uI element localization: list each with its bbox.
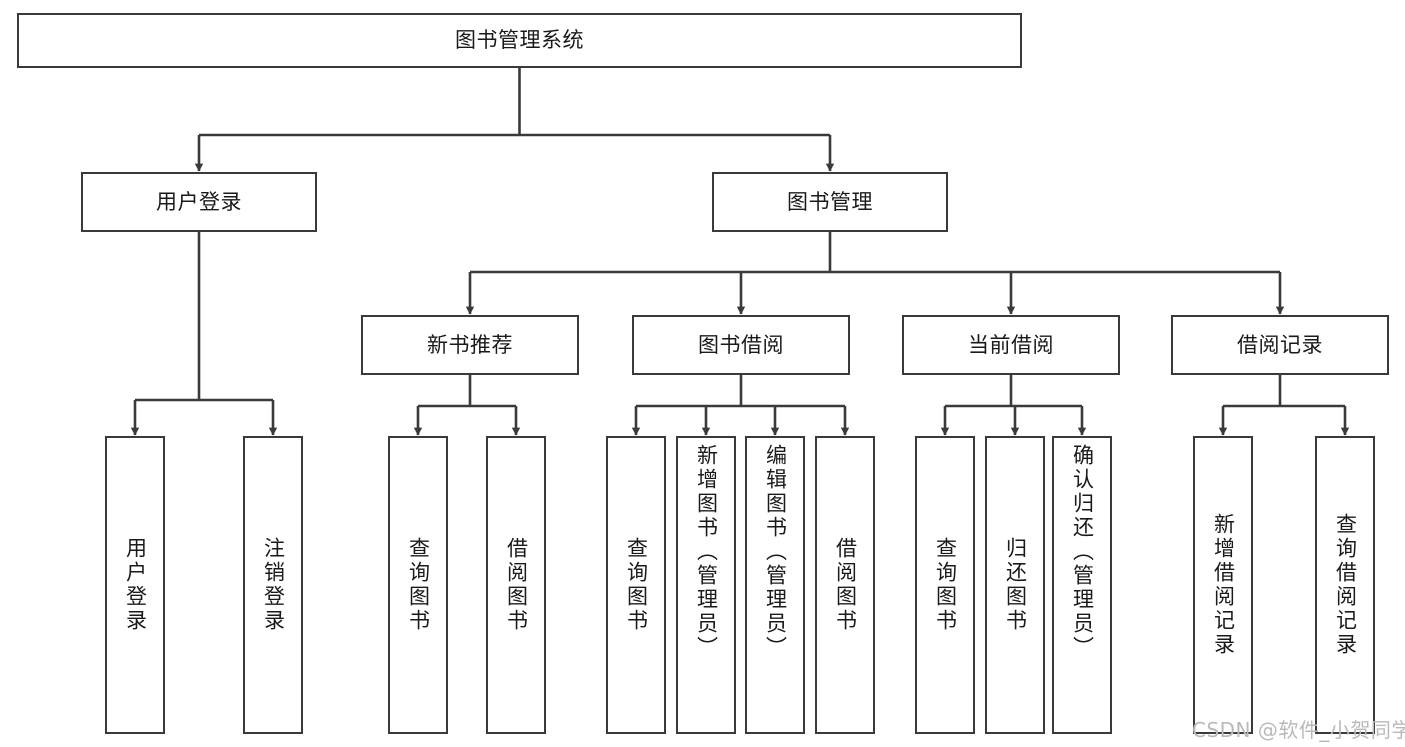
node-label: 确认归还（管理员） [1070,444,1095,660]
node-label: 新增借阅记录 [1211,513,1236,657]
node-borrow[interactable]: 图书借阅 [632,315,850,375]
node-leaf5[interactable]: 查询图书 [606,436,666,734]
node-leaf3[interactable]: 查询图书 [388,436,448,734]
node-leaf9[interactable]: 查询图书 [915,436,975,734]
csdn-watermark: CSDN @软件_小贺同学 [1192,718,1405,742]
node-label: 新增图书（管理员） [694,444,719,660]
node-leaf1[interactable]: 用户登录 [105,436,165,734]
node-label: 注销登录 [261,537,286,633]
node-label: 查询图书 [933,537,958,633]
node-leaf6[interactable]: 新增图书（管理员） [676,436,736,734]
node-leaf13[interactable]: 查询借阅记录 [1315,436,1375,734]
node-label: 查询图书 [624,537,649,633]
node-newbook[interactable]: 新书推荐 [361,315,579,375]
node-label: 图书借阅 [698,332,784,357]
node-label: 图书管理系统 [455,28,584,53]
node-leaf8[interactable]: 借阅图书 [815,436,875,734]
node-leaf7[interactable]: 编辑图书（管理员） [745,436,805,734]
node-leaf11[interactable]: 确认归还（管理员） [1052,436,1112,734]
node-label: 查询图书 [406,537,431,633]
node-label: 编辑图书（管理员） [763,444,788,660]
node-label: 借阅图书 [504,537,529,633]
node-label: 查询借阅记录 [1333,513,1358,657]
node-label: 借阅图书 [833,537,858,633]
node-bookmgmt[interactable]: 图书管理 [712,172,948,232]
node-label: 用户登录 [123,537,148,633]
node-label: 图书管理 [787,189,873,214]
node-leaf4[interactable]: 借阅图书 [486,436,546,734]
node-root[interactable]: 图书管理系统 [17,13,1022,68]
node-label: 用户登录 [156,189,242,214]
node-current[interactable]: 当前借阅 [902,315,1120,375]
node-leaf10[interactable]: 归还图书 [985,436,1045,734]
node-label: 归还图书 [1003,537,1028,633]
node-leaf2[interactable]: 注销登录 [243,436,303,734]
node-leaf12[interactable]: 新增借阅记录 [1193,436,1253,734]
node-login[interactable]: 用户登录 [81,172,317,232]
node-label: 借阅记录 [1237,332,1323,357]
node-label: 新书推荐 [427,332,513,357]
node-records[interactable]: 借阅记录 [1171,315,1389,375]
node-label: 当前借阅 [968,332,1054,357]
